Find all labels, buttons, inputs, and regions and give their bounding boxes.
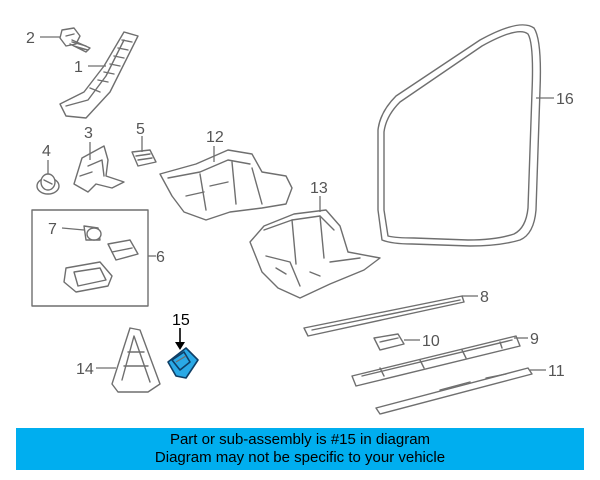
part-2-screw: [59, 27, 91, 53]
callout-4: 4: [42, 143, 51, 160]
part-6-group-box: [31, 209, 149, 307]
callout-9: 9: [530, 331, 539, 348]
callout-12: 12: [206, 129, 224, 146]
callout-3: 3: [84, 125, 93, 142]
part-7-bulb: [83, 225, 102, 241]
part-4-grommet: [36, 173, 60, 195]
part-12-cowl-trim: [159, 149, 293, 221]
callout-7: 7: [48, 221, 57, 238]
callout-11: 11: [548, 363, 565, 380]
part-13-lower-trim: [249, 209, 381, 299]
part-16-weatherstrip: [377, 24, 542, 247]
part-8-sill-strip: [303, 295, 465, 337]
part-5-clip: [131, 149, 157, 167]
callout-14: 14: [76, 361, 94, 378]
part-10-clip: [373, 333, 405, 351]
callout-5: 5: [136, 121, 145, 138]
banner-line-1: Part or sub-assembly is #15 in diagram: [169, 431, 431, 448]
callout-10: 10: [422, 333, 440, 350]
part-11-lower-strip: [375, 367, 533, 415]
callout-6: 6: [156, 249, 165, 266]
arrowhead-icon: [175, 342, 185, 350]
part-15-highlighted-clip: [167, 347, 199, 379]
callout-8: 8: [480, 289, 489, 306]
banner-line-2: Diagram may not be specific to your vehi…: [154, 449, 446, 466]
part-9-scuff-plate: [351, 335, 521, 387]
lamp-housing: [63, 261, 113, 293]
lamp-socket: [107, 239, 139, 261]
part-14-corner-trim: [111, 327, 161, 393]
callout-2: 2: [26, 30, 35, 47]
callout-16: 16: [556, 91, 574, 108]
callout-15: 15: [172, 312, 190, 329]
part-3-bracket: [73, 145, 125, 193]
part-1-pillar-trim: [59, 31, 139, 119]
callout-1: 1: [74, 59, 83, 76]
callout-13: 13: [310, 180, 328, 197]
info-banner: Part or sub-assembly is #15 in diagram D…: [16, 428, 584, 470]
parts-diagram: 2 1 4 3 5 12 6 7: [26, 24, 574, 415]
